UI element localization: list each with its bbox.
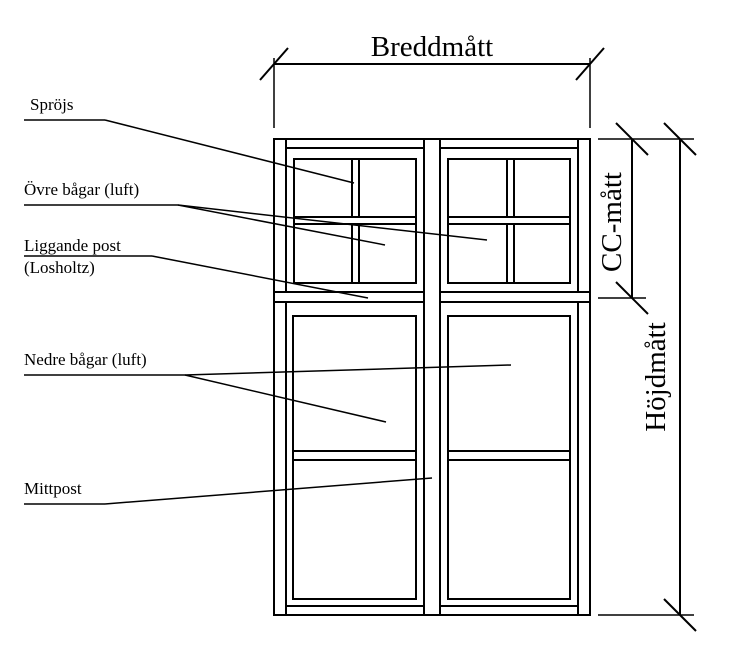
label-sprojs: Spröjs: [30, 95, 73, 114]
label-losholtz: (Losholtz): [24, 258, 95, 277]
width-dimension: Breddmått: [259, 31, 605, 128]
callout-sprojs: Spröjs: [24, 95, 355, 184]
callout-mittpost: Mittpost: [24, 477, 433, 505]
label-ovre-bagar: Övre bågar (luft): [24, 180, 139, 199]
cc-dimension-label: CC-mått: [596, 172, 628, 272]
label-liggande-post: Liggande post: [24, 236, 121, 255]
upper-sash-right: [439, 147, 579, 293]
right-stile: [577, 138, 591, 616]
height-dimension: Höjdmått: [598, 122, 697, 632]
callout-nedre-bagar: Nedre bågar (luft): [24, 350, 512, 423]
window-frame: [273, 138, 591, 616]
mullion: [423, 138, 441, 616]
callout-ovre-bagar: Övre bågar (luft): [24, 180, 488, 246]
label-mittpost: Mittpost: [24, 479, 82, 498]
lower-sash-left: [285, 301, 425, 607]
callout-liggande-post: Liggande post (Losholtz): [24, 236, 369, 299]
left-stile: [273, 138, 287, 616]
lower-sash-right: [439, 301, 579, 607]
height-dimension-label: Höjdmått: [640, 322, 672, 432]
label-nedre-bagar: Nedre bågar (luft): [24, 350, 147, 369]
cc-dimension: CC-mått: [596, 122, 649, 315]
width-dimension-label: Breddmått: [371, 31, 493, 63]
